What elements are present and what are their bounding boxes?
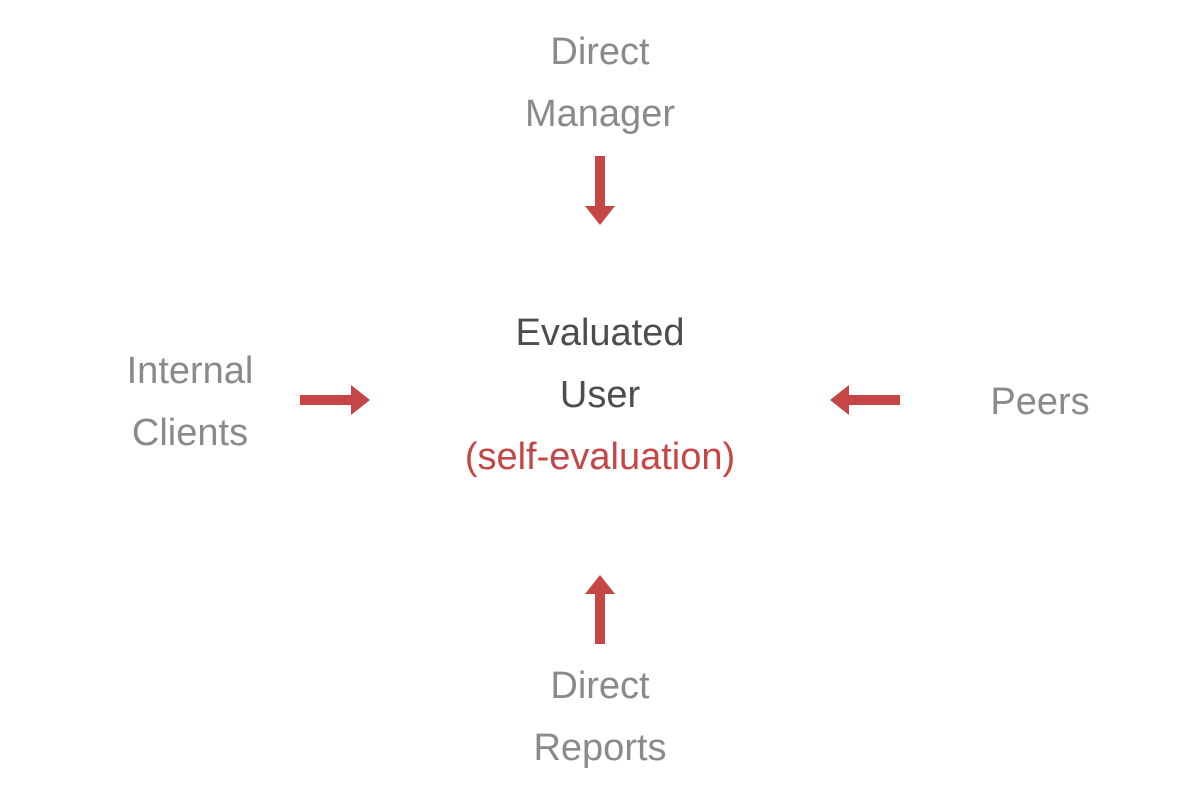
evaluated-user-line1: Evaluated — [515, 312, 685, 354]
direct-manager-label: Direct Manager — [450, 21, 750, 145]
direct-reports-line2: Reports — [533, 727, 667, 769]
peers-line1: Peers — [990, 381, 1090, 423]
direct-manager-line2: Manager — [525, 93, 675, 135]
internal-clients-line2: Clients — [131, 412, 249, 454]
internal-clients-label: Internal Clients — [40, 340, 340, 464]
self-evaluation-label: (self-evaluation) — [464, 436, 736, 478]
arrow-up-icon — [585, 575, 615, 644]
peers-label: Peers — [890, 371, 1190, 433]
arrow-down-icon — [585, 156, 615, 225]
arrow-right-icon — [300, 385, 370, 415]
evaluated-user-line2: User — [559, 374, 641, 416]
arrow-left-icon — [830, 385, 900, 415]
direct-manager-line1: Direct — [550, 31, 650, 73]
evaluated-user-label: Evaluated User (self-evaluation) — [400, 302, 800, 488]
direct-reports-label: Direct Reports — [450, 655, 750, 779]
internal-clients-line1: Internal — [126, 350, 254, 392]
direct-reports-line1: Direct — [550, 665, 650, 707]
